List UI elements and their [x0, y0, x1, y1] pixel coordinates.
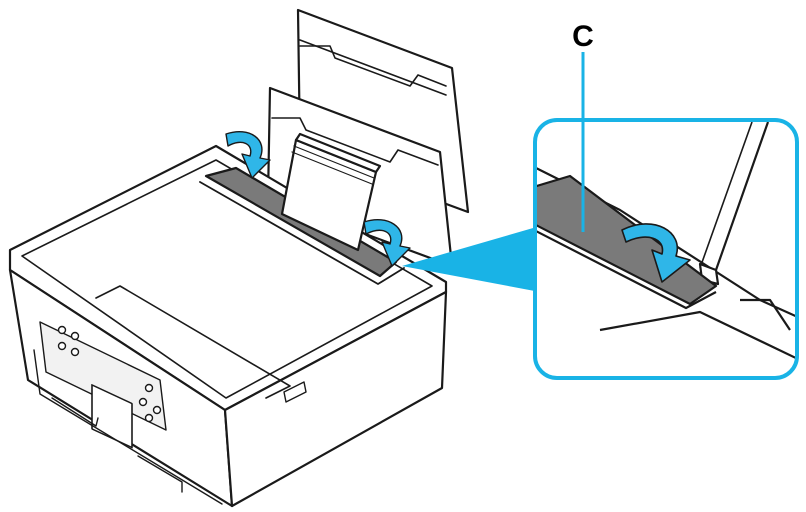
- curved-arrow-icon: [621, 223, 691, 283]
- curved-arrow-icon: [363, 219, 411, 267]
- zoom-callout: [402, 52, 799, 380]
- callout-connector: [402, 226, 540, 292]
- printer-right-face: [223, 290, 448, 508]
- printer-illustration: [8, 8, 470, 508]
- callout-label-c: C: [572, 20, 594, 53]
- callout-border: [533, 118, 799, 380]
- curved-arrow-icon: [225, 131, 271, 179]
- paper-stack: [280, 132, 382, 252]
- right-side-slot: [283, 381, 307, 403]
